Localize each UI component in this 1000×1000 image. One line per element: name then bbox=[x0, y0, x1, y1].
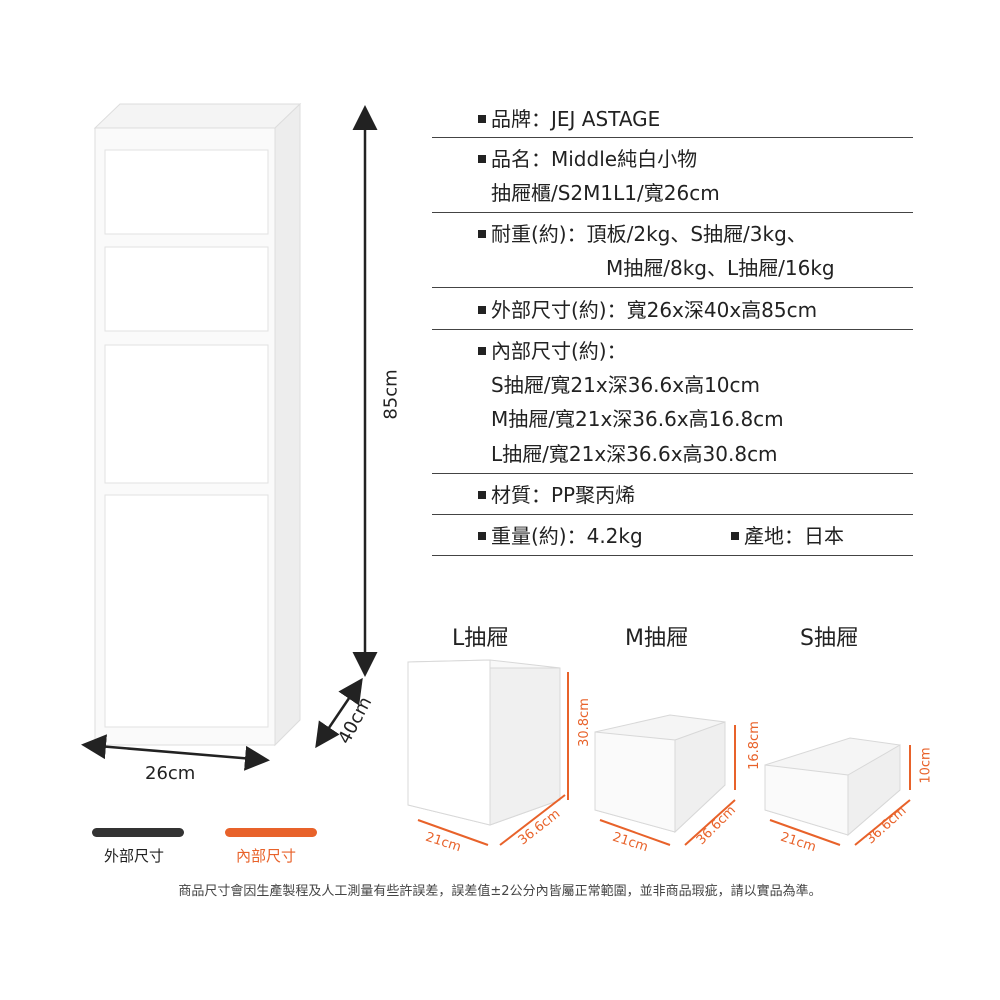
bullet-icon bbox=[478, 531, 486, 540]
spec-inner-title: 內部尺寸(約)： bbox=[478, 334, 627, 368]
spec-name: 品名：Middle純白小物 bbox=[478, 142, 697, 176]
drawers-illustration bbox=[407, 659, 911, 846]
spec-inner-m: M抽屜/寬21x深36.6x高16.8cm bbox=[491, 407, 784, 431]
divider bbox=[432, 137, 913, 138]
bullet-icon bbox=[478, 346, 486, 355]
drawer-m-height: 16.8cm bbox=[746, 721, 762, 770]
bullet-icon bbox=[478, 114, 486, 123]
divider bbox=[432, 287, 913, 288]
width-label: 26cm bbox=[145, 763, 196, 784]
cabinet-illustration bbox=[81, 102, 378, 771]
spec-load-2: M抽屜/8kg、L抽屜/16kg bbox=[606, 256, 835, 280]
divider bbox=[432, 514, 913, 515]
divider bbox=[432, 473, 913, 474]
drawer-s-height: 10cm bbox=[918, 747, 934, 784]
bullet-icon bbox=[478, 229, 486, 238]
spec-inner-s: S抽屜/寬21x深36.6x高10cm bbox=[491, 373, 761, 397]
bullet-icon bbox=[478, 490, 486, 499]
disclaimer-note: 商品尺寸會因生產製程及人工測量有些許誤差，誤差值±2公分內皆屬正常範圍，並非商品… bbox=[178, 884, 822, 899]
height-label: 85cm bbox=[380, 369, 402, 420]
spec-brand: 品牌：JEJ ASTAGE bbox=[478, 102, 660, 136]
drawer-m-title: M抽屜 bbox=[625, 626, 688, 651]
spec-weight: 重量(約)：4.2kg bbox=[478, 519, 643, 553]
drawer-m bbox=[594, 714, 726, 834]
spec-name-2: 抽屜櫃/S2M1L1/寬26cm bbox=[491, 181, 720, 205]
spec-outer-size: 外部尺寸(約)：寬26x深40x高85cm bbox=[478, 293, 817, 327]
bullet-icon bbox=[478, 154, 486, 163]
divider bbox=[432, 212, 913, 213]
drawer-l-height: 30.8cm bbox=[576, 698, 592, 747]
spec-inner-l: L抽屜/寬21x深36.6x高30.8cm bbox=[491, 442, 778, 466]
bullet-icon bbox=[478, 305, 486, 314]
bullet-icon bbox=[731, 531, 739, 540]
spec-load: 耐重(約)：頂板/2kg、S抽屜/3kg、 bbox=[478, 217, 807, 251]
spec-material: 材質：PP聚丙烯 bbox=[478, 478, 635, 512]
legend-inner-bar bbox=[225, 828, 317, 837]
legend-outer-bar bbox=[92, 828, 184, 837]
drawer-s bbox=[764, 737, 901, 837]
legend-inner-label: 內部尺寸 bbox=[236, 847, 297, 865]
divider bbox=[432, 329, 913, 330]
spec-origin: 產地：日本 bbox=[731, 519, 844, 553]
drawer-l-title: L抽屜 bbox=[452, 626, 509, 651]
divider bbox=[432, 555, 913, 556]
legend-outer-label: 外部尺寸 bbox=[104, 847, 165, 865]
drawer-l bbox=[407, 659, 561, 826]
drawer-s-title: S抽屜 bbox=[800, 626, 858, 651]
